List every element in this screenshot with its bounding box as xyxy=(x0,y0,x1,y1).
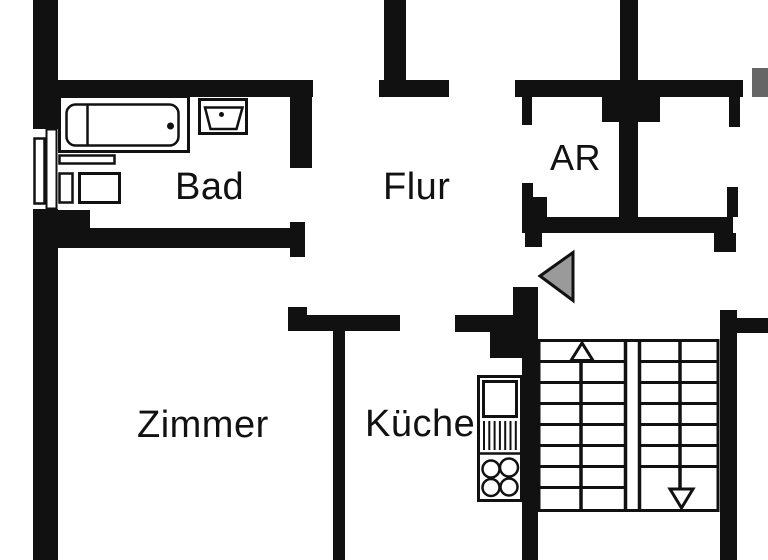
wall-flur-top-stem xyxy=(384,0,406,81)
kitchen-unit-icon xyxy=(477,375,523,502)
wall-ar-top xyxy=(515,80,743,97)
wall-bad-right-pier xyxy=(290,97,312,168)
room-label-bad: Bad xyxy=(175,166,245,208)
wall-ar-bottom-left-step xyxy=(533,197,547,217)
wall-ar-bottom-left-pier xyxy=(522,183,533,217)
wall-ar-bottom-left-foot xyxy=(525,233,542,247)
wall-right-edge-stub xyxy=(752,68,768,97)
bath-shelf-icon xyxy=(58,154,116,165)
room-label-ar: AR xyxy=(550,137,602,178)
wall-zimmer-top xyxy=(288,315,400,331)
bath-cabinet-icon xyxy=(58,172,74,204)
room-label-kueche: Küche xyxy=(365,403,476,445)
entrance-door-icon xyxy=(33,128,58,210)
wall-flur-top-foot xyxy=(379,80,449,97)
wall-bad-bottom xyxy=(88,228,290,248)
wall-stair-top-arm xyxy=(737,318,768,333)
wall-bad-top xyxy=(55,80,313,97)
wall-kueche-top xyxy=(455,315,522,332)
wall-zimmer-kueche-divider xyxy=(333,331,345,560)
wall-ar-bottom xyxy=(522,217,733,233)
wall-zimmer-top-cap xyxy=(288,307,307,316)
bathtub-icon xyxy=(58,95,190,153)
kitchen-hatch-icon xyxy=(483,421,517,450)
room-label-flur: Flur xyxy=(383,166,451,208)
stair-left-flight xyxy=(539,360,624,510)
stair-right-flight xyxy=(638,340,718,488)
wall-ar-left-pier xyxy=(522,97,532,125)
stairs-up-arrow-icon xyxy=(568,340,596,362)
wall-ar-center-block xyxy=(602,97,660,122)
wall-ar-divider xyxy=(619,120,638,218)
sink-icon xyxy=(198,98,248,135)
wall-ar-bottom-right-pier xyxy=(727,187,738,217)
wall-stair-left xyxy=(522,300,538,560)
stove-hobs-icon xyxy=(481,457,520,498)
wall-ar-right-pier xyxy=(729,97,740,127)
staircase xyxy=(537,339,720,512)
wall-left-exterior-lower xyxy=(33,209,58,560)
stairs-down-arrow-icon xyxy=(667,487,696,511)
wall-ar-bottom-right-foot xyxy=(714,233,736,252)
wall-bad-bottom-corner xyxy=(33,210,90,248)
kitchen-sink-icon xyxy=(482,380,518,418)
wall-ar-divider-stem xyxy=(620,0,638,81)
wall-left-exterior-upper xyxy=(33,0,58,129)
washing-machine-icon xyxy=(78,172,121,204)
entrance-arrow-icon xyxy=(537,249,575,304)
room-label-zimmer: Zimmer xyxy=(137,404,269,446)
wall-stair-right xyxy=(720,310,737,560)
wall-bad-bottom-end-pier xyxy=(290,222,305,257)
